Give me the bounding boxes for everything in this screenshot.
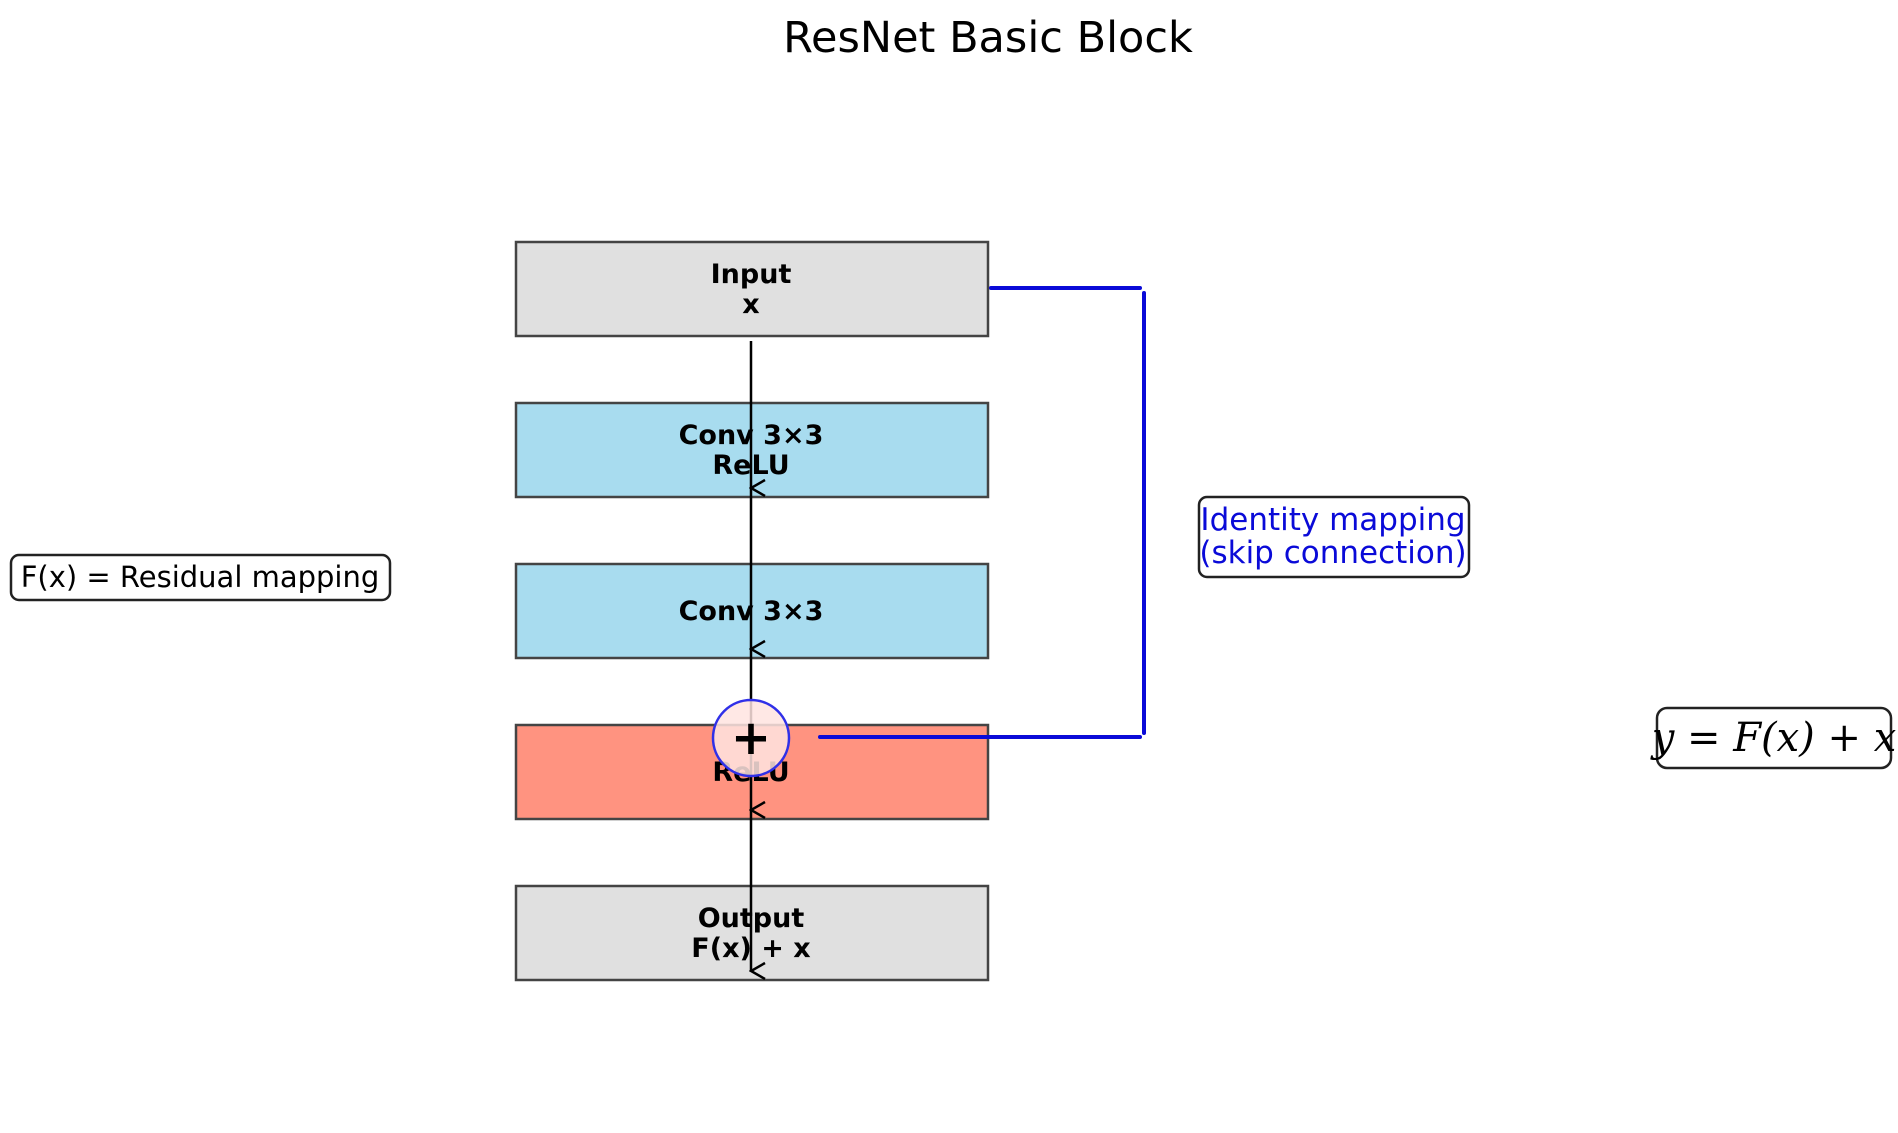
input-block bbox=[514, 240, 990, 338]
addition-node bbox=[711, 698, 791, 778]
input-block-sublabel: x bbox=[742, 289, 759, 320]
residual-label-box bbox=[9, 553, 392, 602]
diagram-title: ResNet Basic Block bbox=[783, 13, 1193, 63]
formula-box bbox=[1655, 706, 1893, 770]
skip-label-box bbox=[1197, 495, 1471, 579]
skip-connection-label: (skip connection) bbox=[1199, 535, 1466, 571]
plus-icon: + bbox=[731, 710, 771, 766]
residual-mapping-label: F(x) = Residual mapping bbox=[21, 560, 380, 594]
identity-mapping-label: Identity mapping bbox=[1200, 502, 1465, 538]
input-block-label: Input bbox=[711, 259, 792, 290]
formula: y = F(x) + x bbox=[1650, 715, 1897, 761]
